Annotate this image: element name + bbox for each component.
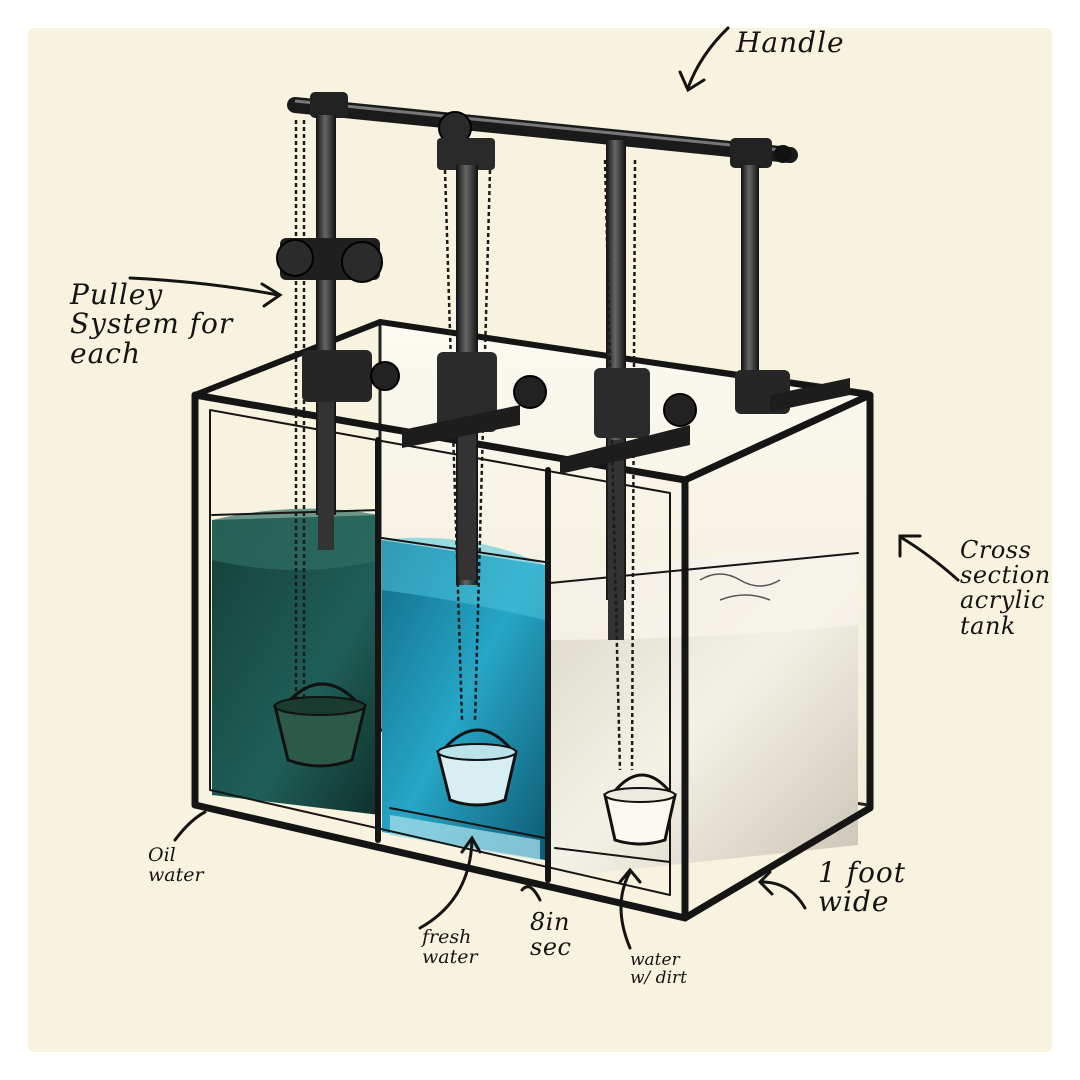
pulley-wheels — [276, 238, 790, 438]
pulley-annotation: Pulley System for each — [70, 278, 234, 370]
bucket-oil-water — [273, 682, 367, 768]
bucket-dirt-water — [603, 773, 677, 846]
handle-annotation: Handle — [736, 26, 845, 59]
pulley-chains — [294, 120, 637, 771]
fresh-water-annotation: fresh water — [422, 926, 478, 968]
tank-annotation: Cross section acrylic tank — [960, 536, 1051, 640]
section-annotation: 8in sec — [530, 908, 572, 962]
vertical-rods — [316, 115, 759, 640]
dirt-water-compartment — [550, 553, 858, 878]
annotation-arrows — [128, 26, 960, 950]
clamp-brackets — [402, 378, 850, 474]
handle-bar — [287, 92, 798, 170]
width-annotation: 1 foot wide — [818, 856, 907, 919]
bucket-fresh-water — [436, 728, 518, 807]
dirt-water-annotation: water w/ dirt — [630, 950, 687, 988]
oil-water-annotation: Oil water — [148, 844, 204, 886]
